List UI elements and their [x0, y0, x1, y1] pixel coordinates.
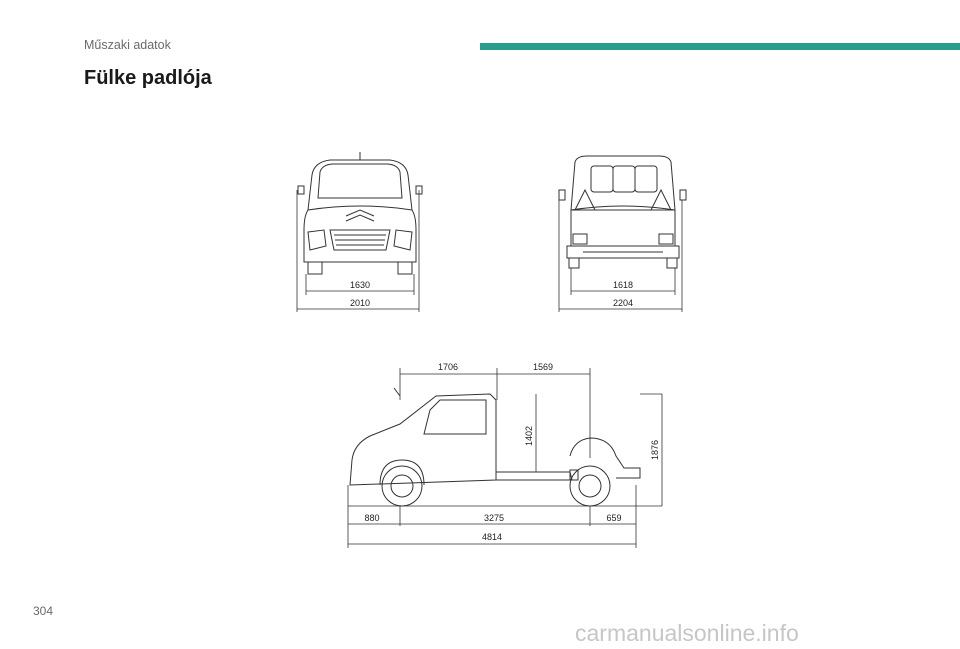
side-rear-overhang-dimension: 659	[606, 513, 621, 523]
front-width-dimension: 1630	[350, 280, 370, 290]
watermark: carmanualsonline.info	[575, 620, 799, 646]
side-view-drawing: 1706 1569 1402 1876 880 3275 659 4814	[347, 362, 663, 548]
side-cab-length-dimension: 1706	[438, 362, 458, 372]
page-number: 304	[33, 604, 54, 618]
section-label: Műszaki adatok	[84, 38, 171, 52]
front-view-drawing: 1630 2010	[296, 152, 423, 312]
side-overall-height-dimension: 1876	[650, 440, 660, 460]
header-accent-bar	[480, 43, 960, 50]
front-overall-width-dimension: 2010	[350, 298, 370, 308]
side-wheelbase-dimension: 3275	[484, 513, 504, 523]
rear-overall-width-dimension: 2204	[613, 298, 633, 308]
side-floor-height-dimension: 1402	[524, 426, 534, 446]
page-title: Fülke padlója	[84, 67, 212, 89]
side-platform-length-dimension: 1569	[533, 362, 553, 372]
rear-view-drawing: 1618 2204	[558, 155, 687, 312]
side-overall-length-dimension: 4814	[482, 532, 502, 542]
rear-width-dimension: 1618	[613, 280, 633, 290]
side-front-overhang-dimension: 880	[364, 513, 379, 523]
